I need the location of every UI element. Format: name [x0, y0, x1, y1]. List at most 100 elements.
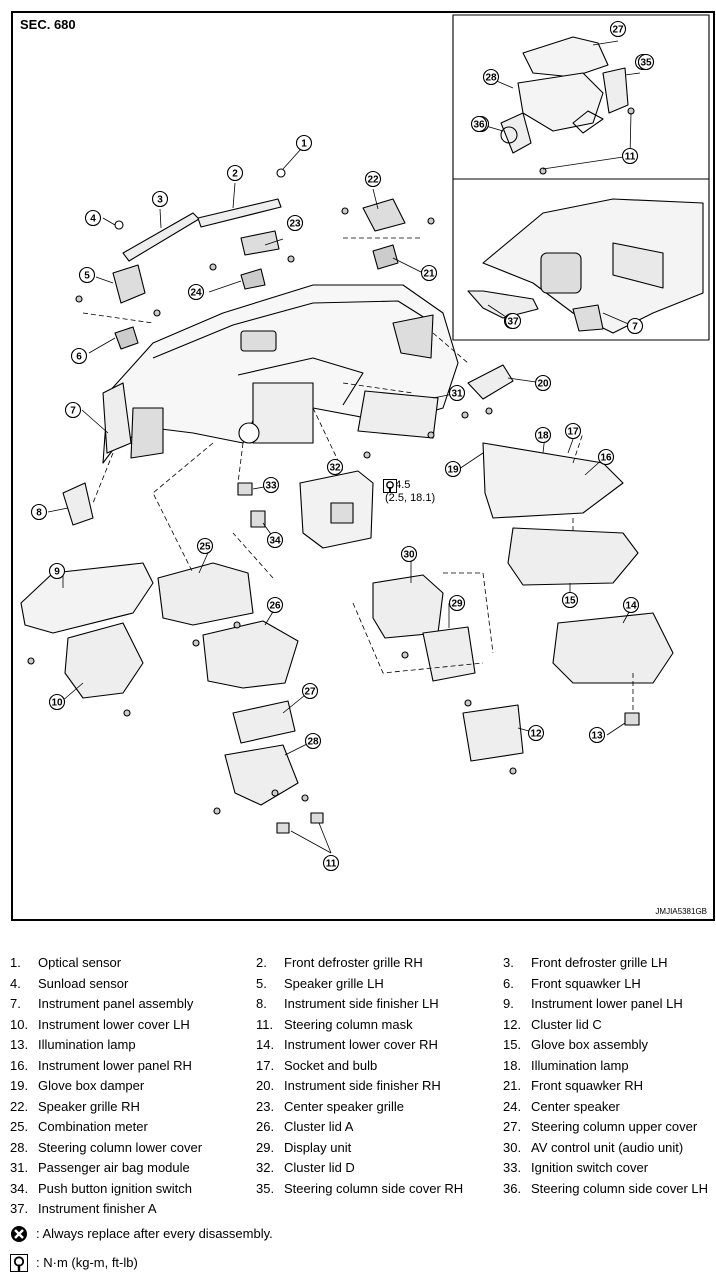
legend-label: Glove box damper — [38, 1078, 145, 1093]
center-speaker — [240, 268, 266, 290]
callout-28: 28 — [304, 732, 322, 750]
callout-30: 30 — [400, 545, 418, 563]
legend-label: Optical sensor — [38, 955, 122, 970]
legend-label: AV control unit (audio unit) — [531, 1139, 684, 1155]
callout-number: 9 — [54, 567, 60, 578]
legend-number: 8. — [256, 996, 267, 1011]
callout-26: 26 — [266, 596, 284, 614]
legend-number: 1. — [10, 955, 21, 970]
legend-label: Ignition switch cover — [531, 1160, 649, 1175]
callout-circle — [64, 401, 82, 419]
always-replace-icon — [10, 1225, 28, 1246]
callout-16: 16 — [597, 448, 615, 466]
legend-number: 10. — [10, 1016, 29, 1032]
callout-circle — [196, 537, 214, 555]
callout-circle — [400, 545, 418, 563]
instrument-side-finisher-rh — [467, 364, 514, 400]
legend-label: Cluster lid A — [284, 1119, 354, 1134]
legend-label: Instrument lower cover LH — [38, 1016, 190, 1032]
legend-label: Socket and bulb — [284, 1057, 378, 1073]
legend-label: Instrument lower panel LH — [531, 996, 683, 1011]
instrument-side-finisher-lh — [62, 482, 94, 526]
legend-number: 23. — [256, 1098, 275, 1114]
legend-label: Instrument lower panel RH — [38, 1057, 192, 1073]
callout-circle — [637, 53, 655, 71]
callout-circle — [262, 476, 280, 494]
callout-23: 23 — [286, 214, 304, 232]
callout-number: 28 — [307, 737, 319, 748]
callout-number: 24 — [190, 288, 202, 299]
legend-label: Display unit — [284, 1139, 352, 1155]
callout-7: 7 — [64, 401, 82, 419]
callout-circle — [504, 312, 522, 330]
inset-instrument-finisher — [467, 198, 704, 334]
legend-number: 3. — [503, 955, 514, 970]
callout-circle — [78, 266, 96, 284]
legend-number: 12. — [503, 1016, 522, 1032]
callout-number: 20 — [537, 379, 549, 390]
callout-circle — [534, 374, 552, 392]
callout-number: 15 — [564, 596, 576, 607]
callout-number: 18 — [537, 431, 549, 442]
callout-number: 28 — [485, 73, 497, 84]
callout-circle — [326, 458, 344, 476]
callout-11: 11 — [322, 854, 340, 872]
inset-frame — [452, 14, 710, 341]
callout-circle — [588, 726, 606, 744]
legend-number: 25. — [10, 1119, 29, 1134]
cluster-lid-a — [202, 620, 299, 689]
legend-label: Glove box assembly — [531, 1037, 649, 1052]
steering-column-lower-cover — [224, 744, 299, 806]
glove-box-assembly — [507, 527, 639, 586]
legend-label: Front squawker LH — [531, 975, 641, 991]
legend-label: Cluster lid C — [531, 1016, 602, 1032]
legend-label: Steering column upper cover — [531, 1119, 698, 1134]
front-defroster-grille-lh — [122, 212, 200, 262]
optical-sensor-shape — [276, 168, 286, 178]
callout-number: 21 — [423, 269, 435, 280]
callout-circle — [226, 164, 244, 182]
legend-number: 9. — [503, 996, 514, 1011]
callout-11: 11 — [621, 147, 639, 165]
callout-circle — [304, 732, 322, 750]
legend-label: Instrument side finisher LH — [284, 996, 439, 1011]
leader-lines — [82, 237, 634, 713]
callout-number: 2 — [232, 169, 238, 180]
legend-label: Steering column mask — [284, 1016, 413, 1032]
callout-13: 13 — [588, 726, 606, 744]
legend-number: 28. — [10, 1139, 29, 1155]
callout-number: 10 — [51, 698, 63, 709]
legend-number: 5. — [256, 975, 267, 991]
legend-label: Steering column side cover RH — [284, 1180, 464, 1196]
instrument-lower-panel-lh — [20, 562, 154, 634]
instrument-lower-cover-rh — [552, 612, 674, 684]
legend-number: 26. — [256, 1119, 275, 1134]
legend-number: 17. — [256, 1057, 275, 1073]
combination-meter — [157, 562, 254, 626]
callout-number: 30 — [403, 550, 415, 561]
instrument-panel-assembly — [102, 284, 459, 464]
push-button-ignition-switch — [250, 510, 266, 528]
callout-21: 21 — [420, 264, 438, 282]
legend-label: Speaker grille RH — [38, 1098, 140, 1114]
callout-27: 27 — [609, 20, 627, 38]
legend-label: Center speaker — [531, 1098, 620, 1114]
callout-number: 22 — [367, 175, 379, 186]
display-unit — [422, 626, 476, 682]
callout-17: 17 — [564, 422, 582, 440]
callout-number: 11 — [625, 152, 636, 163]
callout-circle — [622, 596, 640, 614]
callout-circle — [364, 170, 382, 188]
callout-number: 4 — [90, 214, 96, 225]
legend-number: 31. — [10, 1160, 29, 1175]
legend-label: Front defroster grille LH — [531, 955, 668, 970]
callout-37: 37 — [504, 312, 522, 330]
legend-number: 37. — [10, 1201, 29, 1216]
callout-24: 24 — [187, 283, 205, 301]
speaker-grille-lh — [112, 264, 146, 304]
callout-circle — [301, 682, 319, 700]
legend-label: Front defroster grille RH — [284, 955, 423, 970]
legend-number: 18. — [503, 1057, 522, 1073]
legend-label: Center speaker grille — [284, 1098, 404, 1114]
legend-label: Instrument panel assembly — [38, 996, 194, 1011]
